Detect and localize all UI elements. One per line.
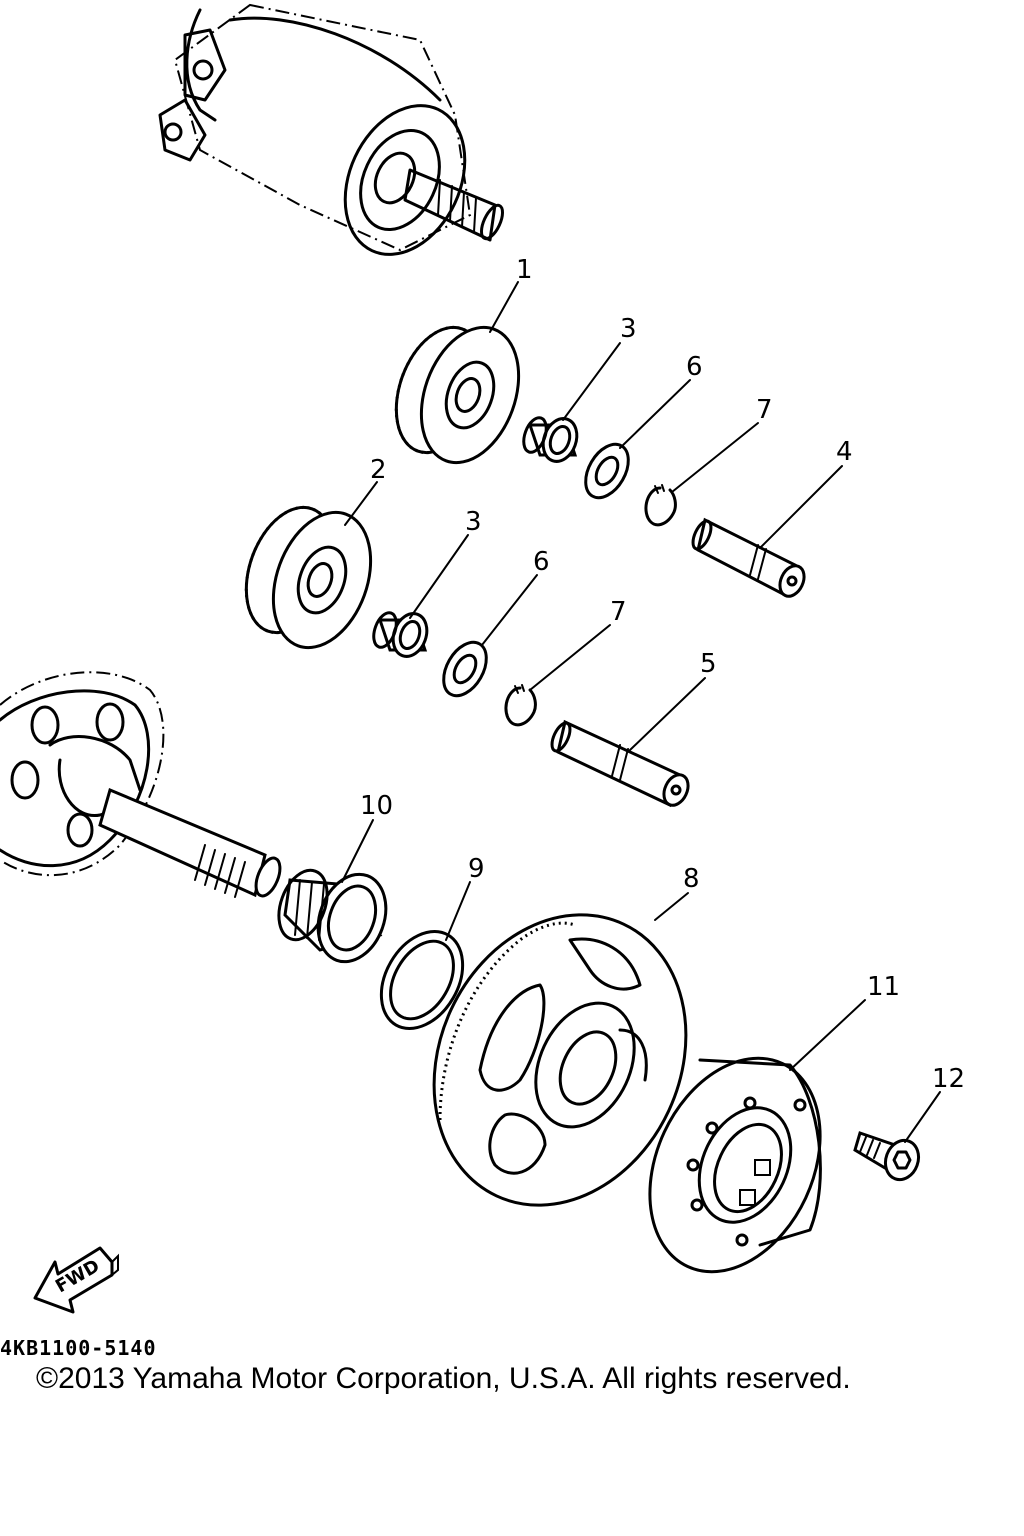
circlip-7b [504,684,537,727]
needle-bearing-3b [372,611,429,658]
callout-6b: 6 [533,547,550,577]
callout-8: 8 [683,864,700,894]
callout-5: 5 [700,649,717,679]
gear-shaft-4 [691,517,806,598]
callout-7b: 7 [610,597,627,627]
callout-6a: 6 [686,352,703,382]
socket-bolt-12 [853,1131,921,1182]
callout-7a: 7 [756,395,773,425]
callout-3a: 3 [620,314,637,344]
callout-11: 11 [867,972,900,1002]
crankshaft-flywheel [0,671,282,898]
callout-2: 2 [370,455,387,485]
callout-9: 9 [468,854,485,884]
circlip-7a [644,484,677,527]
idle-gear-2 [244,505,373,650]
idle-gear-1 [394,325,521,465]
needle-bearing-10 [277,868,388,964]
starter-clutch-11 [648,1056,822,1274]
fwd-arrow-icon: FWD [33,1246,119,1314]
leader-lines [341,281,941,1143]
callout-12: 12 [932,1064,965,1094]
copyright-notice: ©2013 Yamaha Motor Corporation, U.S.A. A… [36,1362,851,1395]
callout-1: 1 [516,255,533,285]
washer-6a [584,442,630,500]
part-code: 4KB1100-5140 [0,1336,157,1360]
gear-shaft-5 [550,719,690,808]
needle-bearing-3a [522,416,579,463]
callout-4: 4 [836,437,853,467]
starter-wheel-gear-8 [432,913,688,1207]
callout-labels: 1 2 3 3 4 5 6 6 7 7 8 9 10 11 12 [360,255,965,1094]
washer-6b [442,640,488,698]
callout-10: 10 [360,791,393,821]
callout-3b: 3 [465,507,482,537]
starter-motor [158,3,505,256]
